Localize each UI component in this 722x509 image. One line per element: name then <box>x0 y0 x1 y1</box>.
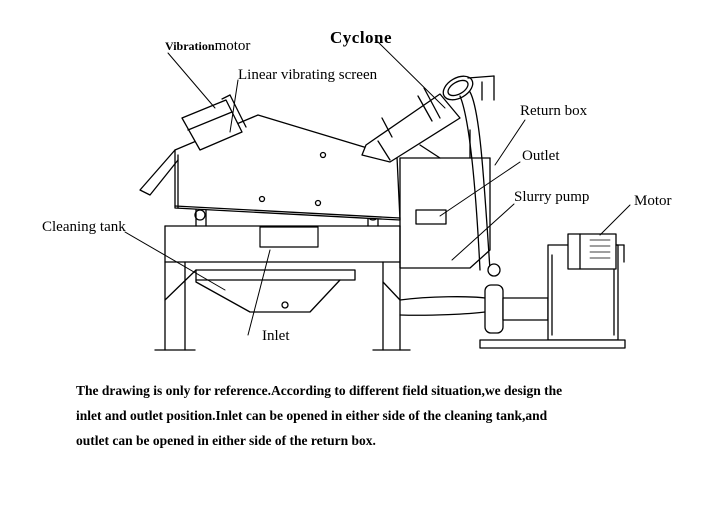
reference-note: The drawing is only for reference.Accord… <box>76 378 716 453</box>
cyclone <box>361 75 495 163</box>
label-vibration-motor: Vibrationmotor <box>165 38 250 54</box>
label-return-box: Return box <box>520 103 588 119</box>
note-line-2: inlet and outlet position.Inlet can be o… <box>76 408 548 423</box>
return-box <box>399 129 491 269</box>
linear-vibrating-screen <box>139 94 401 221</box>
label-vibration-motor-suffix: motor <box>214 38 251 54</box>
label-vibration-motor-prefix: Vibration <box>165 39 215 53</box>
feed-pipe <box>459 91 501 277</box>
leader-lines <box>124 41 631 336</box>
label-linear-vibrating-screen: Linear vibrating screen <box>238 67 378 83</box>
label-slurry-pump: Slurry pump <box>514 189 590 205</box>
label-outlet: Outlet <box>522 148 560 164</box>
note-line-3: outlet can be opened in either side of t… <box>76 433 376 448</box>
label-motor: Motor <box>634 193 672 209</box>
note-line-1: The drawing is only for reference.Accord… <box>76 383 563 398</box>
label-inlet: Inlet <box>262 328 290 344</box>
label-cleaning-tank: Cleaning tank <box>42 219 126 235</box>
label-cyclone: Cyclone <box>330 28 393 47</box>
motor <box>567 233 625 270</box>
